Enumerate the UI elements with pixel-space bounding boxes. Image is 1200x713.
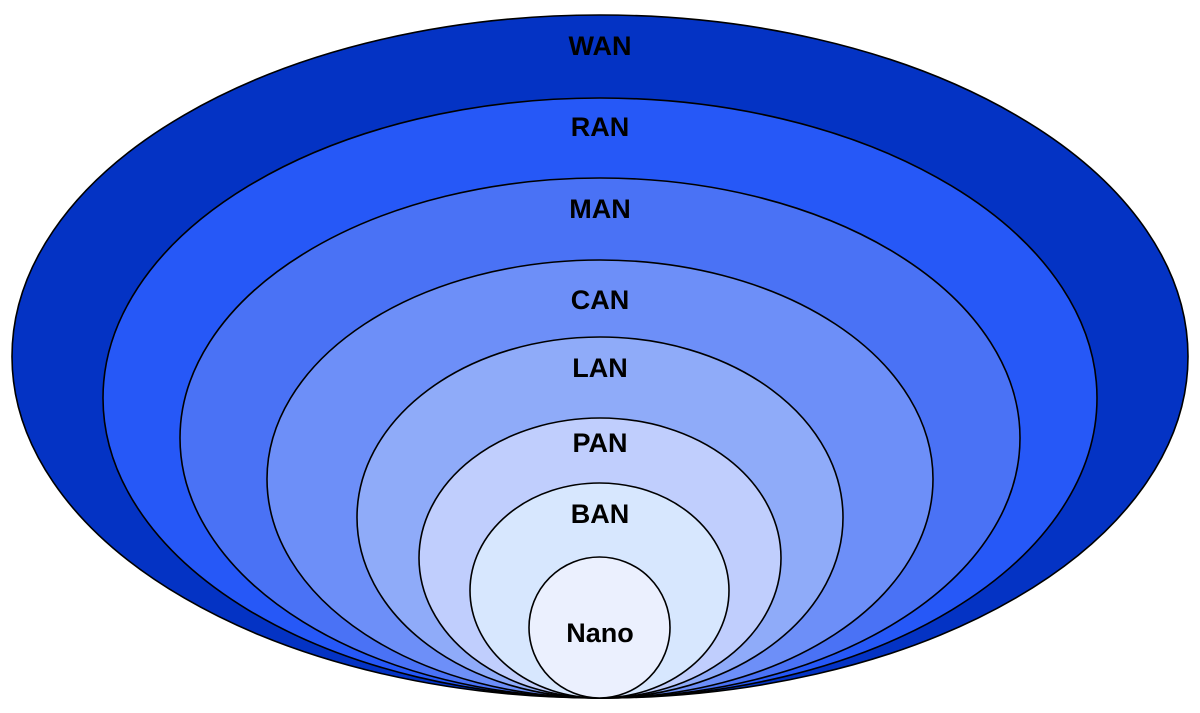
label-nano: Nano — [566, 618, 634, 648]
label-ran: RAN — [571, 112, 630, 142]
label-wan: WAN — [569, 31, 632, 61]
ellipse-nano — [528, 556, 671, 699]
label-man: MAN — [569, 194, 631, 224]
layer-nano: Nano — [528, 556, 671, 699]
label-lan: LAN — [572, 353, 628, 383]
label-ban: BAN — [571, 499, 630, 529]
label-can: CAN — [571, 285, 630, 315]
label-pan: PAN — [572, 428, 627, 458]
